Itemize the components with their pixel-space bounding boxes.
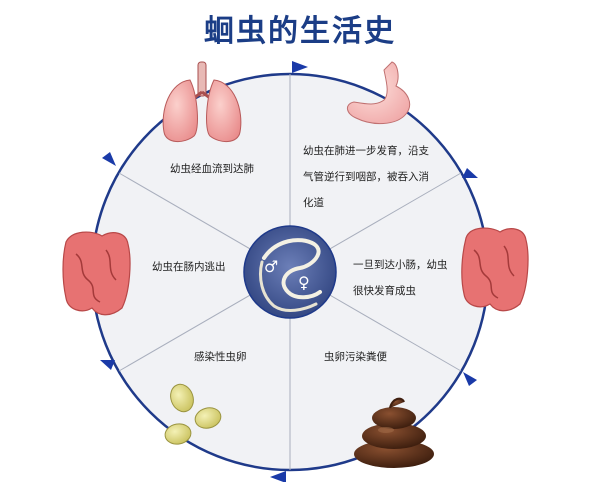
stage-stomach-label: 幼虫在肺进一步发育，沿支 气管逆行到咽部，被吞入消 化道: [303, 144, 432, 209]
stage-eggs-label: 感染性虫卵: [194, 350, 247, 363]
stage-small-intestine-label: 一旦到达小肠，幼虫 很快发育成虫: [353, 258, 451, 297]
arrow-bottom: [270, 471, 286, 482]
lungs-icon: [162, 61, 242, 142]
cycle-arrows: [100, 61, 478, 482]
stage-feces-label: 虫卵污染粪便: [324, 350, 387, 363]
arrow-lower-left: [100, 360, 115, 370]
male-symbol: ♂: [264, 257, 278, 276]
arrow-lower-right: [463, 372, 477, 386]
worm-female: [262, 238, 322, 300]
arrow-upper-right: [462, 168, 478, 178]
stage-lungs-label: 幼虫经血流到达肺: [170, 162, 254, 175]
female-symbol: ♀: [298, 273, 310, 292]
stage-intestine-escape-label: 幼虫在肠内逃出: [152, 260, 226, 273]
eggs-icon: [164, 383, 222, 445]
center-worms: ♂ ♀: [243, 225, 337, 319]
stomach-icon: [347, 61, 411, 124]
intestine-icon-left: [62, 231, 131, 316]
stage-labels: 幼虫经血流到达肺 幼虫在肺进一步发育，沿支 气管逆行到咽部，被吞入消 化道 一旦…: [152, 144, 451, 363]
intestine-icon-right: [461, 227, 529, 312]
worm-male: [259, 260, 318, 312]
arrow-top: [292, 61, 308, 73]
arrow-upper-left: [102, 152, 116, 166]
page-title: 蛔虫的生活史: [204, 14, 396, 49]
feces-icon: [354, 397, 434, 468]
